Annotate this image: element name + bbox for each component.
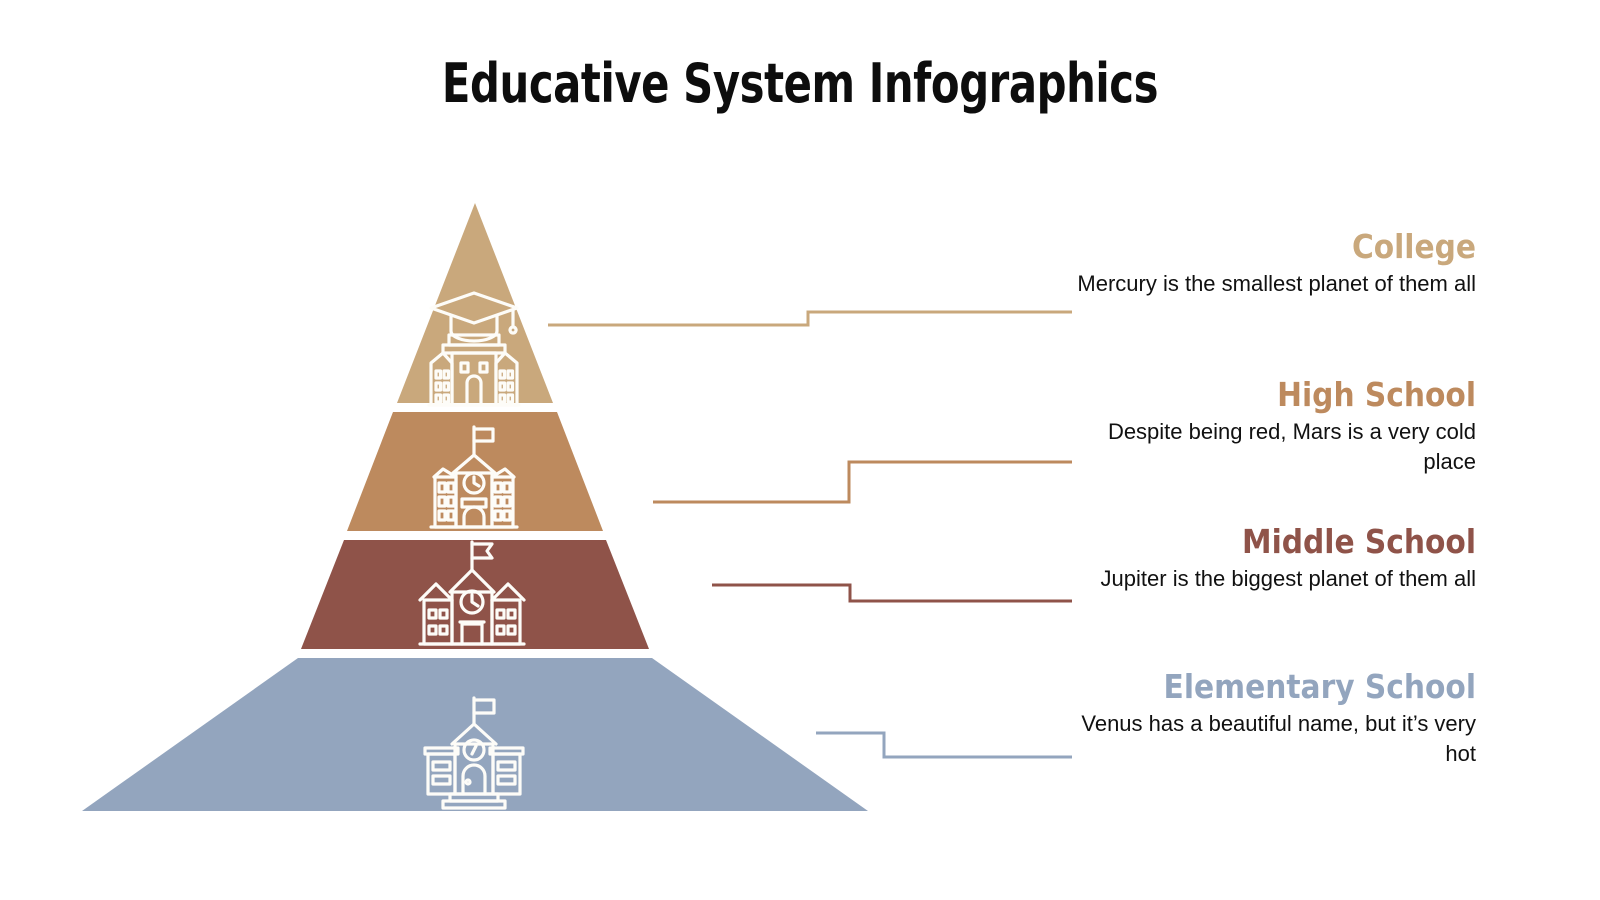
- connector-lines: [548, 310, 1072, 759]
- school-building-with-flag-and-steps-icon: [423, 696, 525, 810]
- section-body-high-school: Despite being red, Mars is a very cold p…: [1107, 419, 1476, 474]
- section-high-school: High School Despite being red, Mars is a…: [1056, 376, 1476, 477]
- pyramid-level-elementary-school[interactable]: [82, 658, 868, 811]
- section-elementary-school: Elementary School Venus has a beautiful …: [1056, 668, 1476, 769]
- page-title: Educative System Infographics: [441, 52, 1159, 115]
- section-heading-high-school: High School: [1277, 375, 1476, 414]
- section-body-elementary-school: Venus has a beautiful name, but it’s ver…: [1081, 711, 1476, 766]
- pyramid-levels: [82, 203, 868, 811]
- section-body-college: Mercury is the smallest planet of them a…: [1077, 271, 1476, 296]
- pyramid-level-college[interactable]: [397, 203, 553, 403]
- pyramid-level-middle-school[interactable]: [301, 540, 649, 649]
- section-heading-elementary-school: Elementary School: [1163, 667, 1476, 706]
- school-building-with-flag-and-clock-icon: [429, 425, 519, 529]
- section-college: College Mercury is the smallest planet o…: [1056, 228, 1476, 299]
- elementary-school-connector-line: [816, 731, 1072, 759]
- section-middle-school: Middle School Jupiter is the biggest pla…: [1056, 523, 1476, 594]
- section-heading-college: College: [1351, 227, 1476, 266]
- college-connector-line: [548, 310, 1072, 327]
- university-building-with-graduation-cap-icon: [427, 291, 521, 407]
- middle-school-connector-line: [712, 583, 1072, 603]
- section-body-middle-school: Jupiter is the biggest planet of them al…: [1100, 566, 1476, 591]
- high-school-connector-line: [653, 460, 1072, 504]
- schoolhouse-with-flag-and-clock-icon: [418, 540, 526, 646]
- section-heading-middle-school: Middle School: [1242, 522, 1476, 561]
